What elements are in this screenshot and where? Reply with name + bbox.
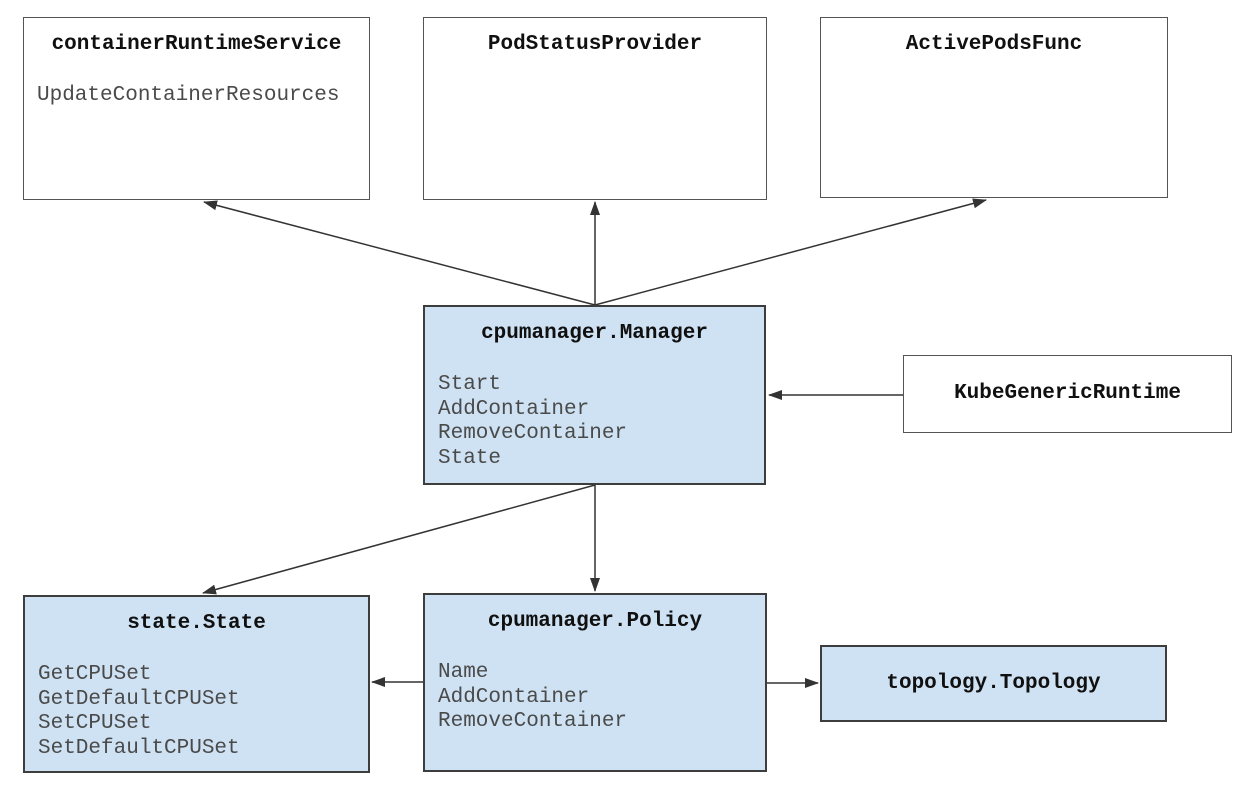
box-kube-generic-runtime: KubeGenericRuntime: [903, 355, 1232, 433]
box-state-state: state.State GetCPUSet GetDefaultCPUSet S…: [23, 595, 370, 773]
box-cpumanager-policy: cpumanager.Policy Name AddContainer Remo…: [423, 593, 767, 772]
arrow-manager-to-container-runtime-service: [203, 200, 596, 306]
box-title: topology.Topology: [886, 671, 1101, 695]
box-container-runtime-service: containerRuntimeService UpdateContainerR…: [23, 17, 370, 200]
box-method-list: Start AddContainer RemoveContainer State: [438, 373, 628, 470]
box-method-list: UpdateContainerResources: [37, 84, 340, 107]
arrow-manager-to-active-pods-func: [594, 198, 987, 306]
box-title: state.State: [127, 612, 266, 635]
arrow-manager-to-state: [202, 484, 596, 595]
box-active-pods-func: ActivePodsFunc: [820, 17, 1168, 198]
box-cpumanager-manager: cpumanager.Manager Start AddContainer Re…: [423, 305, 766, 485]
box-method-list: GetCPUSet GetDefaultCPUSet SetCPUSet Set…: [38, 663, 240, 760]
box-pod-status-provider: PodStatusProvider: [423, 17, 767, 200]
box-title: PodStatusProvider: [487, 33, 703, 56]
box-title: cpumanager.Manager: [481, 322, 708, 345]
box-title: KubeGenericRuntime: [954, 382, 1181, 405]
box-title: ActivePodsFunc: [905, 33, 1083, 56]
box-title: containerRuntimeService: [51, 33, 342, 56]
box-title: cpumanager.Policy: [487, 610, 703, 633]
box-method-list: Name AddContainer RemoveContainer: [438, 661, 628, 734]
box-topology-topology: topology.Topology: [820, 645, 1167, 722]
